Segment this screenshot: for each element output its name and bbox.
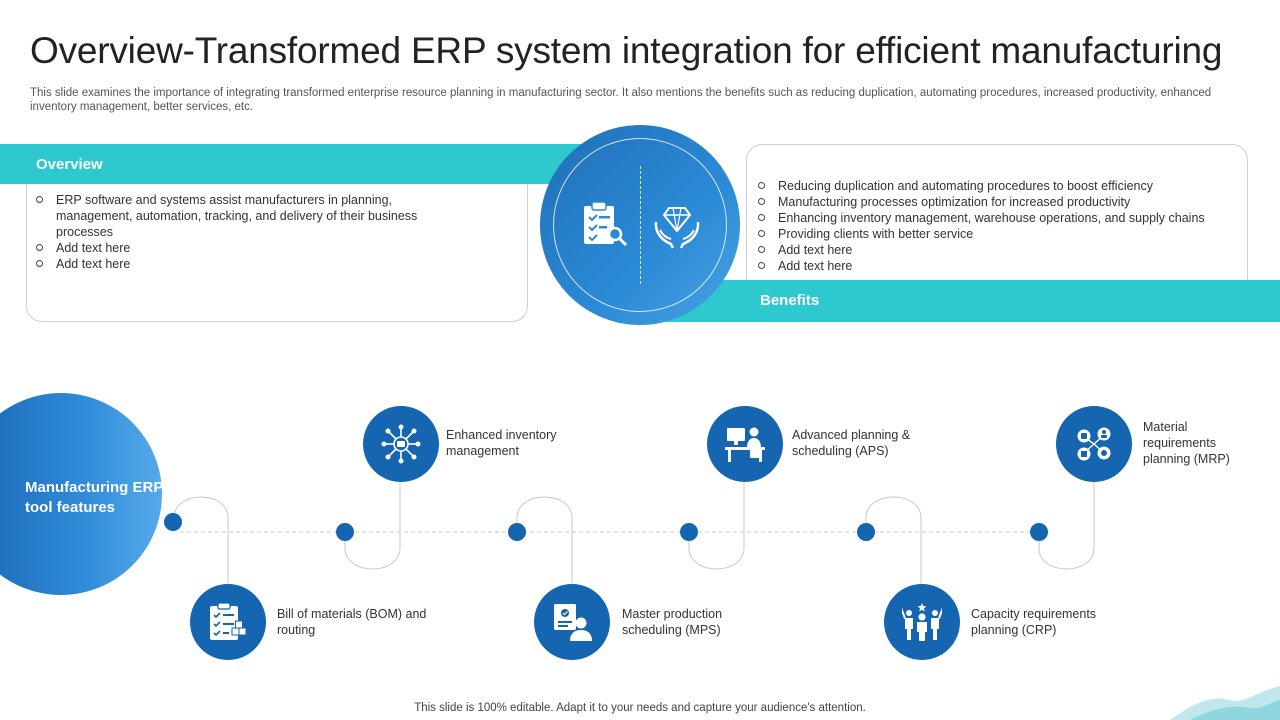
feature-label-aps: Advanced planning & scheduling (APS) <box>792 428 911 458</box>
feature-label-mrp: Material requirements planning (MRP) <box>1143 420 1230 466</box>
feature-label-bom: Bill of materials (BOM) and routing <box>277 607 427 637</box>
benefits-box <box>746 144 1248 294</box>
benefits-band: Benefits <box>650 280 1280 322</box>
timeline-dot <box>336 523 354 541</box>
feature-label-crp: Capacity requirements planning (CRP) <box>971 607 1097 637</box>
network-hub-icon <box>381 424 421 464</box>
timeline-dot <box>857 523 875 541</box>
list-item: Providing clients with better service <box>754 226 1244 242</box>
overview-heading: Overview <box>36 156 103 173</box>
feature-label-mps: Master production scheduling (MPS) <box>622 607 723 637</box>
clipboard-search-icon <box>584 201 628 247</box>
resources-icon <box>1077 427 1111 461</box>
footer-note: This slide is 100% editable. Adapt it to… <box>414 702 866 714</box>
features-heading: Manufacturing ERP tool features <box>25 479 164 516</box>
feature-label-inventory: Enhanced inventory management <box>446 428 557 458</box>
feature-node-aps <box>707 406 783 482</box>
desk-worker-icon <box>725 427 765 462</box>
diamond-hands-icon <box>654 207 700 249</box>
center-divider <box>640 166 641 284</box>
features-circle <box>0 393 162 595</box>
list-item: Manufacturing processes optimization for… <box>754 194 1244 210</box>
timeline-dot <box>680 523 698 541</box>
page-subtitle: This slide examines the importance of in… <box>30 87 1212 113</box>
list-item: ERP software and systems assist manufact… <box>32 192 432 240</box>
feature-node-crp <box>884 584 960 660</box>
center-ring <box>553 138 727 312</box>
timeline-dot <box>164 513 182 531</box>
clipboard-icon <box>210 602 247 640</box>
feature-node-mrp <box>1056 406 1132 482</box>
list-item: Add text here <box>754 242 1244 258</box>
list-item: Enhancing inventory management, warehous… <box>754 210 1244 226</box>
page-title: Overview-Transformed ERP system integrat… <box>30 30 1223 71</box>
team-icon <box>902 603 942 641</box>
feature-node-bom <box>190 584 266 660</box>
benefits-heading: Benefits <box>760 292 820 309</box>
overview-list: ERP software and systems assist manufact… <box>32 192 432 272</box>
timeline-dot <box>1030 523 1048 541</box>
list-item: Add text here <box>32 240 432 256</box>
overview-band: Overview <box>0 144 600 184</box>
feature-node-inventory <box>363 406 439 482</box>
certificate-person-icon <box>554 604 592 641</box>
list-item: Add text here <box>754 258 1244 274</box>
timeline-dot <box>508 523 526 541</box>
benefits-list: Reducing duplication and automating proc… <box>754 178 1244 274</box>
feature-node-mps <box>534 584 610 660</box>
list-item: Reducing duplication and automating proc… <box>754 178 1244 194</box>
decorative-wave <box>1170 686 1280 720</box>
list-item: Add text here <box>32 256 432 272</box>
